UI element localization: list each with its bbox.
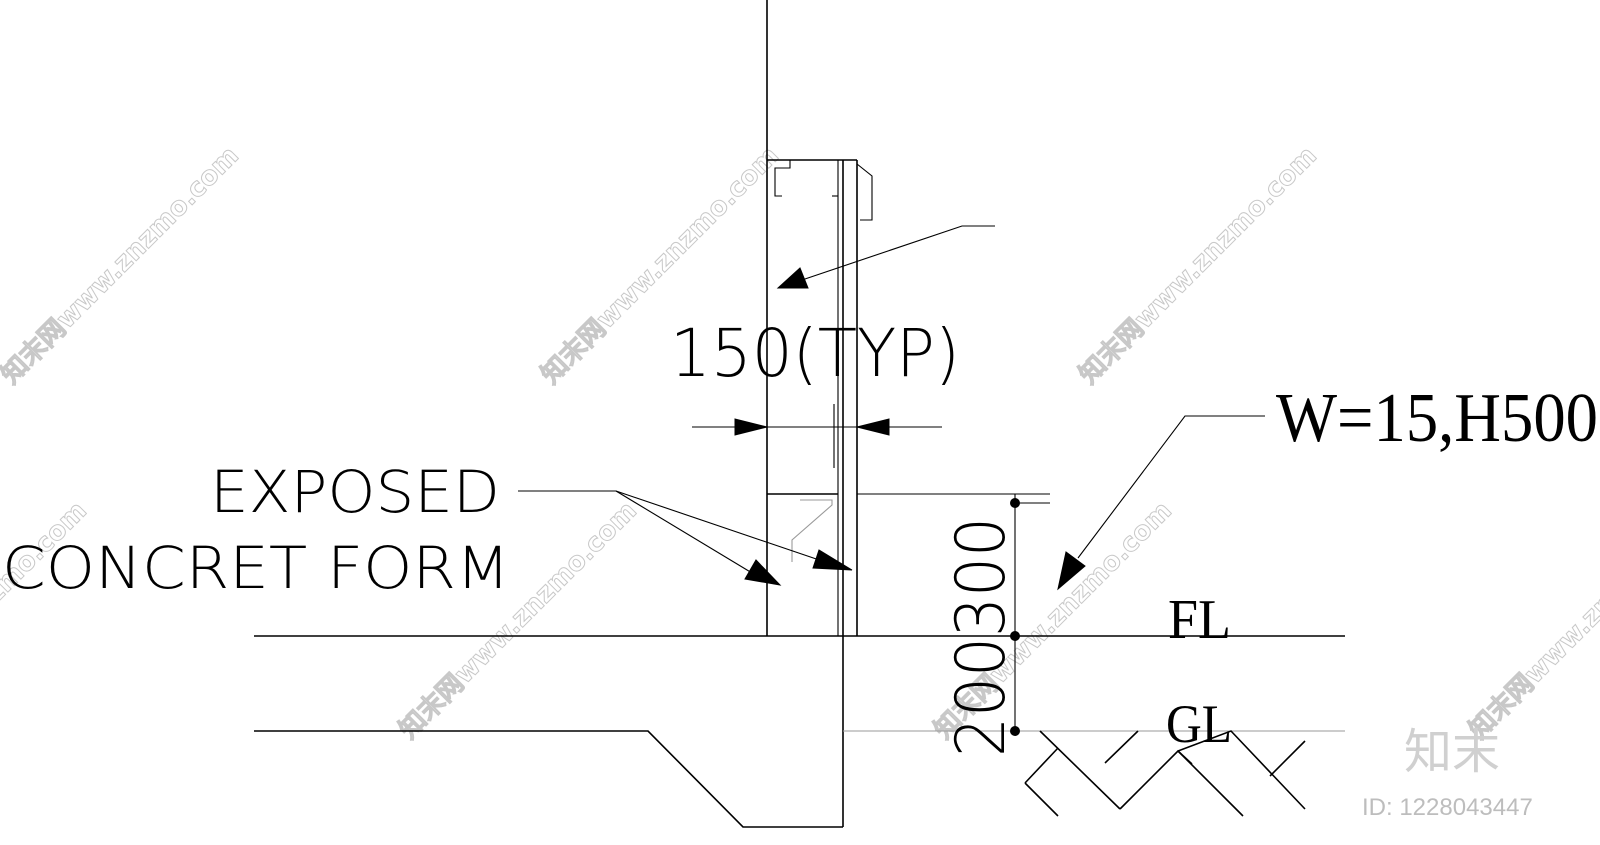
dimension-node — [1010, 726, 1020, 736]
wall-section — [766, 0, 873, 827]
vertical-dimension: 200300 — [942, 494, 1050, 757]
vertical-dimension-text: 200300 — [942, 517, 1021, 757]
material-label-line1: EXPOSED — [210, 458, 500, 526]
joint-spec-leader: W=15,H500 — [1057, 380, 1598, 591]
top-leader — [776, 225, 995, 289]
floor-level-label: FL — [1168, 589, 1231, 651]
leader-arrow — [1057, 551, 1086, 591]
level-labels: FL GL — [1166, 589, 1232, 754]
joint-spec-text: W=15,H500 — [1276, 380, 1598, 457]
leader-arrow — [776, 267, 809, 289]
ground-level-label: GL — [1166, 694, 1232, 754]
material-leader: EXPOSED CONCRET FORM — [2, 458, 853, 602]
watermark-text: 知末网www.znzmo.com — [1464, 496, 1600, 745]
dimension-arrow — [734, 418, 768, 436]
dimension-node — [1010, 631, 1020, 641]
brand-logo: 知末 — [1404, 724, 1500, 780]
watermark-text: 知末网www.znzmo.com — [1074, 141, 1323, 390]
material-label-line2: CONCRET FORM — [2, 534, 510, 602]
ground-hatch — [1024, 730, 1306, 817]
watermark-text: 知末网www.znzmo.com — [0, 141, 245, 390]
floor-lines — [254, 493, 1345, 828]
brand-watermark: 知末 ID: 1228043447 — [1362, 724, 1533, 821]
brand-id: ID: 1228043447 — [1362, 794, 1533, 821]
leader-arrow — [744, 559, 782, 586]
width-dimension-text: 150(TYP) — [670, 315, 960, 392]
leader-arrow — [812, 549, 853, 571]
dimension-arrow — [856, 418, 890, 436]
width-dimension: 150(TYP) — [670, 315, 960, 436]
